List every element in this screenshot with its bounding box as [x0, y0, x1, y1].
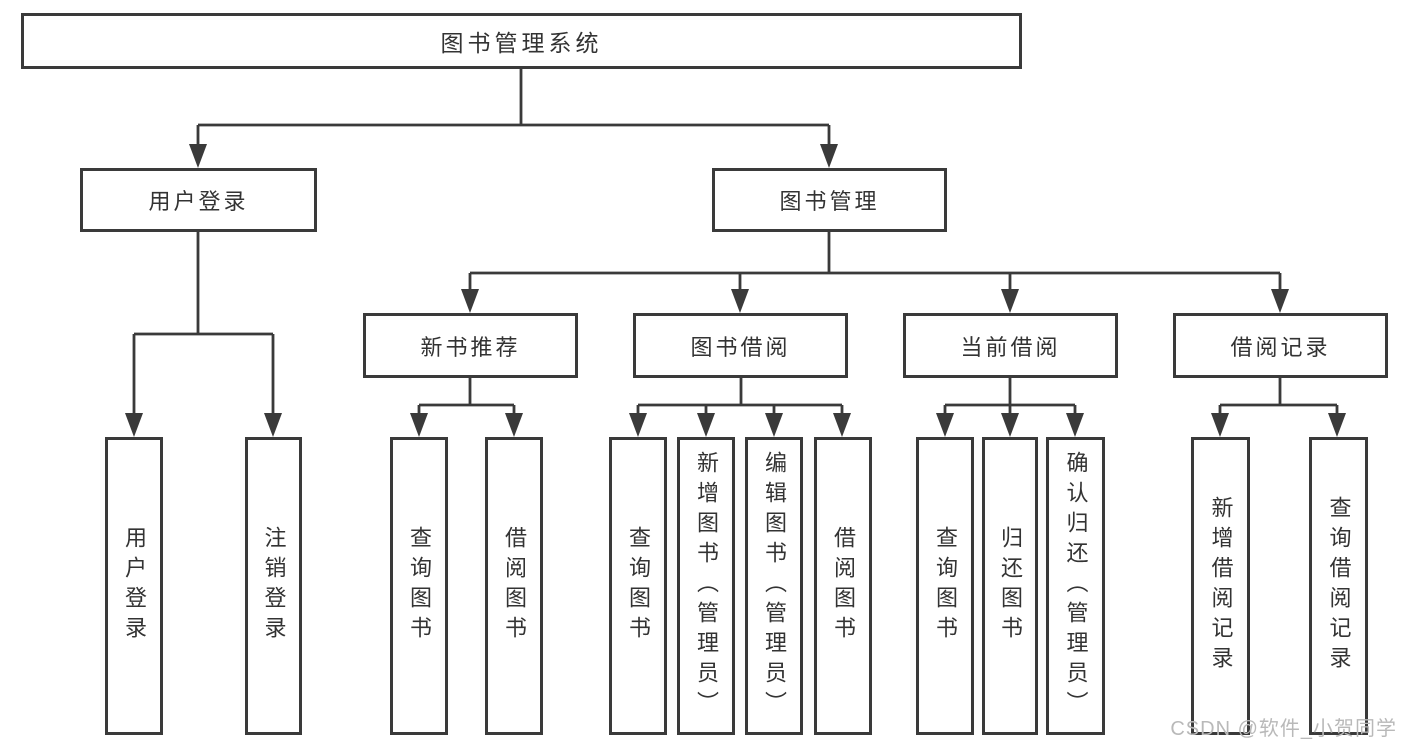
leaf-query-book-a-label: 查询图书 [407, 526, 432, 646]
leaf-logout-label: 注销登录 [261, 526, 287, 646]
leaf-return-book: 归还图书 [982, 437, 1038, 735]
leaf-add-borrow-record-label: 新增借阅记录 [1208, 496, 1234, 676]
node-current-borrow: 当前借阅 [903, 313, 1118, 378]
node-book-management: 图书管理 [712, 168, 947, 232]
node-new-book-recommend-label: 新书推荐 [420, 334, 521, 360]
watermark: CSDN @软件_小贺同学 [1170, 718, 1397, 740]
leaf-query-borrow-record-label: 查询借阅记录 [1326, 496, 1352, 676]
node-book-borrow-label: 图书借阅 [690, 334, 791, 360]
leaf-add-book-label: 新增图书（管理员） [694, 451, 719, 721]
node-user-login-label: 用户登录 [148, 189, 249, 214]
leaf-confirm-return: 确认归还（管理员） [1046, 437, 1105, 735]
leaf-confirm-return-label: 确认归还（管理员） [1063, 451, 1089, 721]
node-root: 图书管理系统 [21, 13, 1022, 69]
leaf-user-login: 用户登录 [105, 437, 163, 735]
node-borrow-record-label: 借阅记录 [1230, 334, 1331, 360]
leaf-query-borrow-record: 查询借阅记录 [1309, 437, 1368, 735]
node-new-book-recommend: 新书推荐 [363, 313, 578, 378]
leaf-borrow-book-a-label: 借阅图书 [502, 526, 527, 646]
leaf-add-borrow-record: 新增借阅记录 [1191, 437, 1250, 735]
leaf-user-login-label: 用户登录 [122, 526, 147, 646]
leaf-borrow-book-b-label: 借阅图书 [831, 526, 856, 646]
node-user-login: 用户登录 [80, 168, 317, 232]
node-book-borrow: 图书借阅 [633, 313, 848, 378]
node-book-management-label: 图书管理 [779, 189, 880, 214]
leaf-query-book-c-label: 查询图书 [933, 526, 958, 646]
leaf-query-book-a: 查询图书 [390, 437, 448, 735]
leaf-edit-book: 编辑图书（管理员） [745, 437, 803, 735]
leaf-query-book-c: 查询图书 [916, 437, 974, 735]
leaf-return-book-label: 归还图书 [998, 526, 1023, 646]
leaf-query-book-b: 查询图书 [609, 437, 667, 735]
leaf-add-book: 新增图书（管理员） [677, 437, 735, 735]
node-borrow-record: 借阅记录 [1173, 313, 1388, 378]
leaf-logout: 注销登录 [245, 437, 302, 735]
node-root-label: 图书管理系统 [440, 30, 603, 56]
leaf-query-book-b-label: 查询图书 [626, 526, 651, 646]
leaf-edit-book-label: 编辑图书（管理员） [762, 451, 787, 721]
leaf-borrow-book-a: 借阅图书 [485, 437, 543, 735]
node-current-borrow-label: 当前借阅 [960, 334, 1061, 360]
leaf-borrow-book-b: 借阅图书 [814, 437, 872, 735]
